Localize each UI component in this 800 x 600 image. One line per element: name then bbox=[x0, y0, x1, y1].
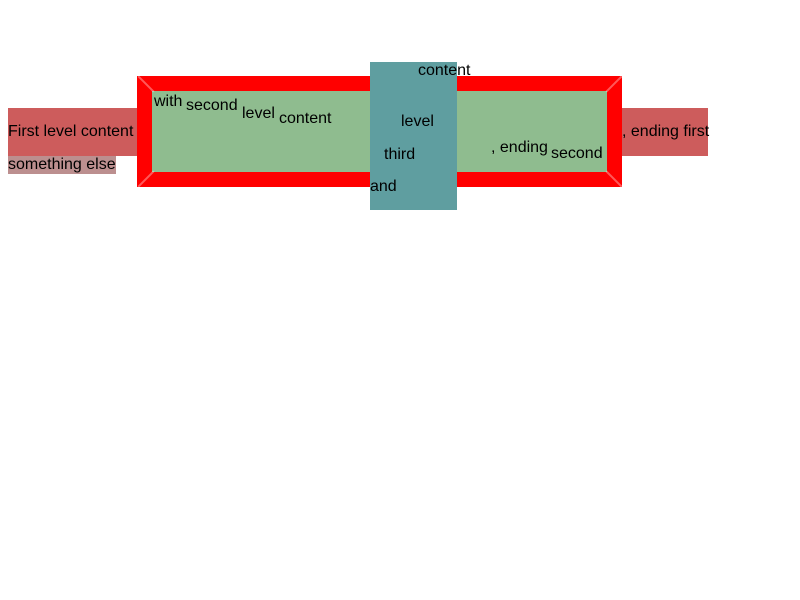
first-level-band-right bbox=[622, 108, 708, 156]
third-level-word: level bbox=[401, 113, 434, 130]
third-level-box bbox=[370, 62, 457, 210]
second-level-word: second bbox=[186, 97, 238, 114]
second-level-word: level bbox=[242, 105, 275, 122]
first-level-end-text: , ending first bbox=[622, 123, 710, 140]
second-level-word: with bbox=[154, 93, 183, 110]
first-level-start-text: First level content bbox=[8, 123, 134, 140]
second-level-word: , ending bbox=[491, 139, 548, 156]
third-level-word: third bbox=[384, 146, 416, 163]
first-level-band-left bbox=[8, 108, 137, 156]
third-level-word: content bbox=[418, 62, 471, 79]
third-level-word: and bbox=[370, 178, 397, 195]
second-level-word: content bbox=[279, 110, 332, 127]
second-level-word: second bbox=[551, 145, 603, 162]
first-level-trailing-text: something else bbox=[8, 156, 116, 174]
